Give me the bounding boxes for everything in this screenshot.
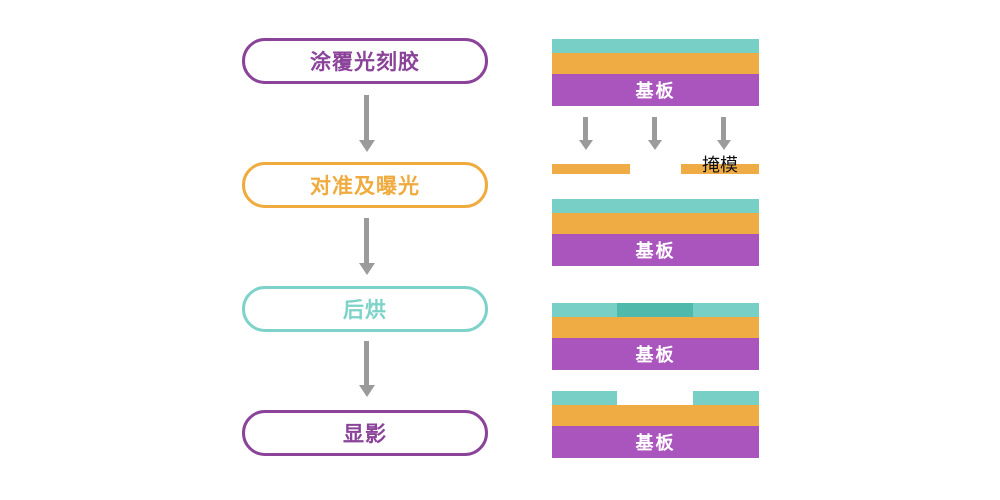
exposure-arrow-icon [721, 117, 726, 140]
substrate-layer: 基板 [552, 234, 759, 266]
film-layer [552, 213, 759, 234]
flow-step-align-expose: 对准及曝光 [242, 162, 488, 208]
flow-step-post-bake: 后烘 [242, 286, 488, 332]
substrate-label: 基板 [635, 433, 676, 454]
flow-arrow-down-icon [364, 218, 369, 263]
photoresist-layer [552, 303, 759, 317]
wafer-stack-developed: 基板 [552, 391, 759, 458]
film-layer [552, 405, 759, 426]
flow-step-label: 对准及曝光 [310, 174, 420, 198]
wafer-stack-post-bake: 基板 [552, 303, 759, 370]
mask-label: 掩模 [702, 155, 738, 176]
substrate-layer: 基板 [552, 338, 759, 370]
substrate-label: 基板 [635, 241, 676, 262]
flow-step-label: 后烘 [343, 298, 387, 322]
exposure-arrow-icon [652, 117, 657, 140]
film-layer [552, 317, 759, 338]
flow-arrow-down-icon [364, 95, 369, 140]
substrate-label: 基板 [635, 81, 676, 102]
photoresist-segment-left [552, 391, 617, 405]
flow-step-develop: 显影 [242, 410, 488, 456]
substrate-layer: 基板 [552, 74, 759, 106]
photoresist-segment-right [693, 391, 759, 405]
photoresist-layer [552, 39, 759, 53]
flow-step-label: 显影 [343, 422, 387, 446]
exposure-arrow-icon [583, 117, 588, 140]
substrate-label: 基板 [635, 345, 676, 366]
wafer-stack-after-exposure: 基板 [552, 199, 759, 266]
photoresist-layer [552, 199, 759, 213]
substrate-layer: 基板 [552, 426, 759, 458]
wafer-stack-coated: 基板 [552, 39, 759, 106]
flow-step-label: 涂覆光刻胶 [310, 50, 420, 74]
film-layer [552, 53, 759, 74]
flow-arrow-down-icon [364, 341, 369, 385]
mask-bar-left [552, 164, 630, 174]
photoresist-layer-with-gap [552, 391, 759, 405]
mask-bar-right [681, 164, 759, 174]
exposed-resist-region [617, 303, 693, 317]
flow-step-coat-photoresist: 涂覆光刻胶 [242, 38, 488, 84]
